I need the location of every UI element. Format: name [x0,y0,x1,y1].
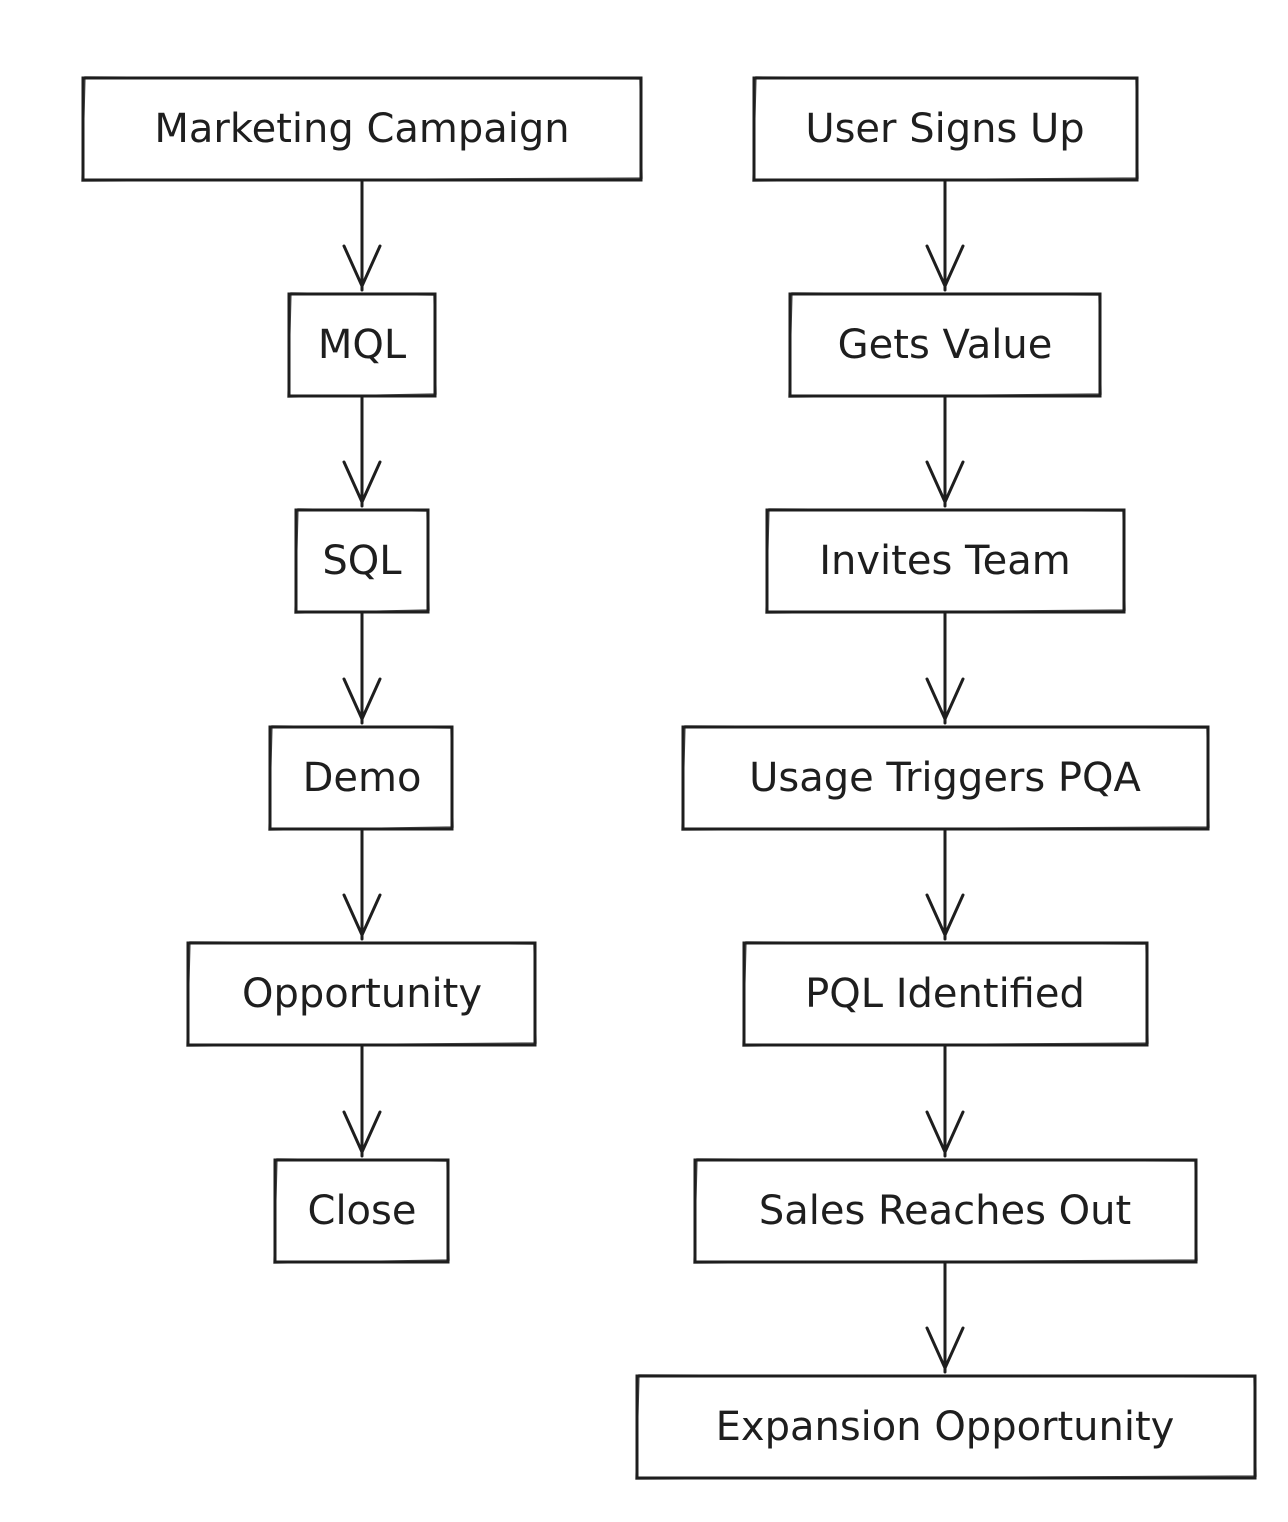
arrow-usage-triggers-pqa-to-pql-identified [925,827,965,941]
node-close: Close [273,1158,450,1264]
node-label: Demo [303,755,422,801]
arrow-head [925,460,965,504]
edges-layer [342,178,965,1374]
node-sketch-outline [788,292,1102,398]
node-label: Usage Triggers PQA [749,755,1141,801]
node-sketch-outline [752,76,1139,182]
arrow-head [925,893,965,937]
node-box [186,941,537,1047]
node-box [693,1158,1198,1264]
node-sketch-outline [186,941,537,1047]
arrow-head [342,244,382,288]
node-sketch-outline [287,292,437,398]
node-label: Sales Reaches Out [759,1188,1131,1234]
arrow-head [342,893,382,937]
arrow-head [925,677,965,721]
node-sketch-outline [294,508,430,614]
node-demo: Demo [268,725,454,831]
node-box [268,725,454,831]
node-mql: MQL [287,292,437,398]
node-expansion-opportunity: Expansion Opportunity [635,1374,1257,1480]
arrow-mql-to-sql [342,394,382,508]
arrow-head [342,677,382,721]
node-marketing-campaign: Marketing Campaign [81,76,643,182]
node-sketch-outline [81,76,643,182]
node-label: SQL [322,538,402,584]
node-invites-team: Invites Team [765,508,1126,614]
node-user-signs-up: User Signs Up [752,76,1139,182]
arrow-opportunity-to-close [342,1043,382,1158]
arrow-pql-identified-to-sales-reaches-out [925,1043,965,1158]
node-box [752,76,1139,182]
arrow-head [925,1326,965,1370]
node-label: Gets Value [838,322,1053,368]
node-sketch-outline [273,1158,450,1264]
arrow-marketing-campaign-to-mql [342,178,382,292]
arrow-sales-reaches-out-to-expansion-opportunity [925,1260,965,1374]
arrow-head [342,1110,382,1154]
node-label: Expansion Opportunity [716,1404,1175,1450]
node-label: MQL [318,322,407,368]
node-sketch-outline [742,941,1149,1047]
node-label: User Signs Up [805,106,1084,152]
arrow-sql-to-demo [342,610,382,725]
node-sql: SQL [294,508,430,614]
node-label: Invites Team [819,538,1071,584]
node-label: Close [308,1188,417,1234]
arrow-user-signs-up-to-gets-value [925,178,965,292]
node-sketch-outline [681,725,1210,831]
arrow-demo-to-opportunity [342,827,382,941]
node-label: PQL Identified [805,971,1085,1017]
node-label: Opportunity [242,971,482,1017]
node-sales-reaches-out: Sales Reaches Out [693,1158,1198,1264]
node-usage-triggers-pqa: Usage Triggers PQA [681,725,1210,831]
arrow-head [925,1110,965,1154]
arrow-gets-value-to-invites-team [925,394,965,508]
arrow-head [925,244,965,288]
node-sketch-outline [693,1158,1198,1264]
arrow-invites-team-to-usage-triggers-pqa [925,610,965,725]
node-pql-identified: PQL Identified [742,941,1149,1047]
arrow-head [342,460,382,504]
node-sketch-outline [765,508,1126,614]
node-sketch-outline [268,725,454,831]
node-label: Marketing Campaign [154,106,569,152]
node-opportunity: Opportunity [186,941,537,1047]
node-sketch-outline [635,1374,1257,1480]
node-gets-value: Gets Value [788,292,1102,398]
